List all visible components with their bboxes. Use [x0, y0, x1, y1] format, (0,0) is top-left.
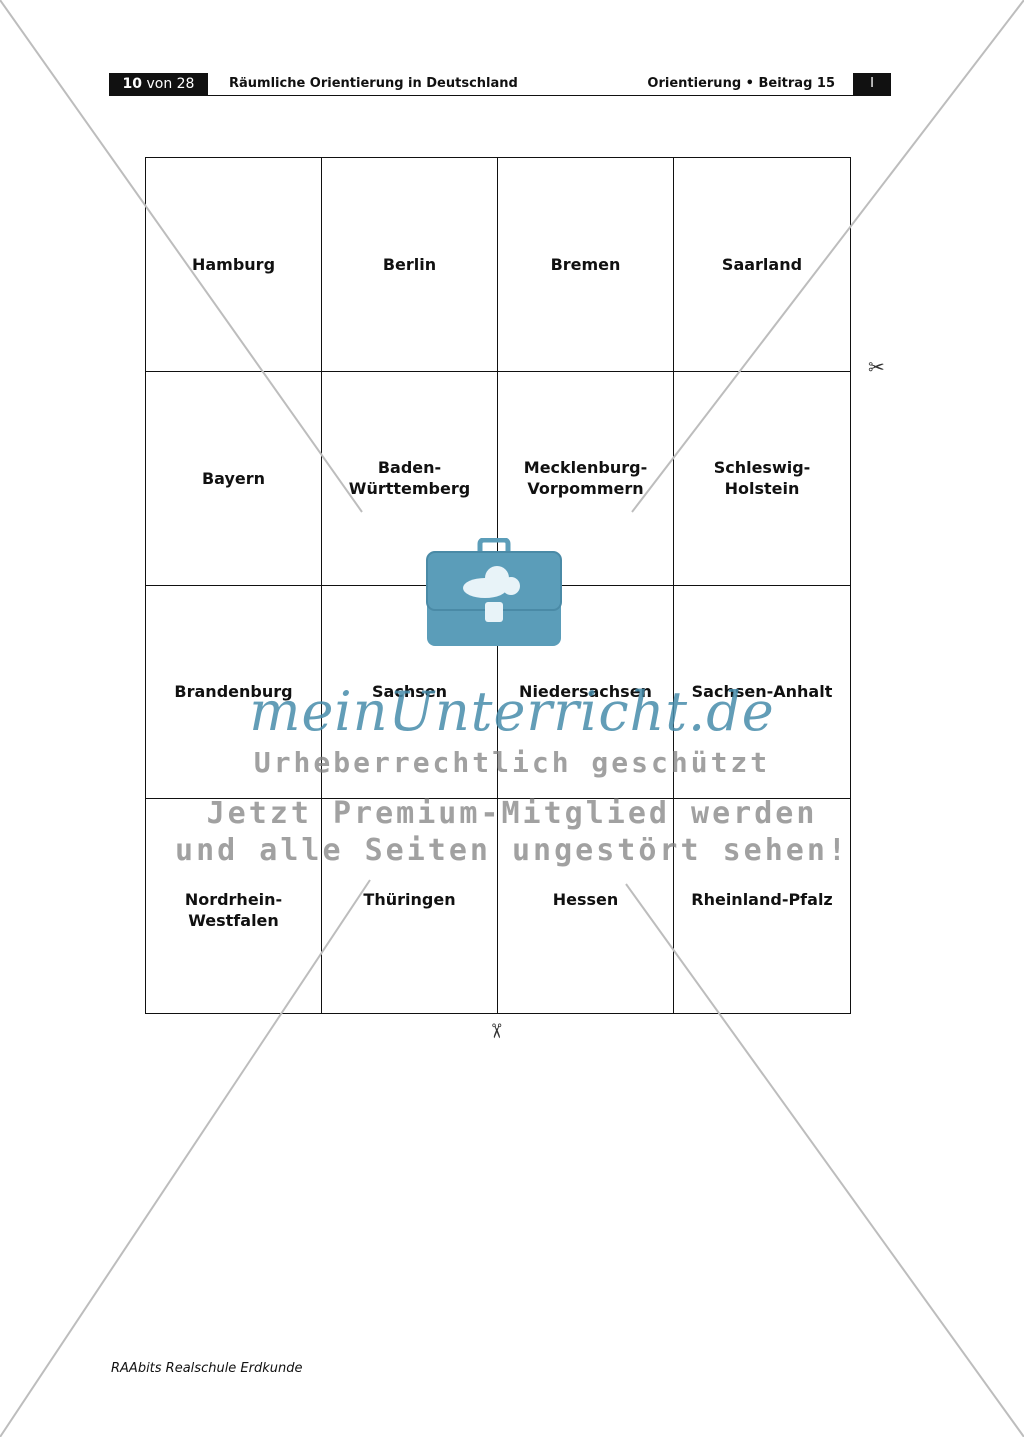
- card-hamburg: Hamburg: [146, 158, 322, 372]
- card-saarland: Saarland: [674, 158, 850, 372]
- document-title: Räumliche Orientierung in Deutschland: [229, 76, 518, 91]
- page-header: 10 von 28 Räumliche Orientierung in Deut…: [109, 73, 891, 96]
- scissors-icon: ✂: [484, 1022, 509, 1040]
- card-bremen: Bremen: [498, 158, 674, 372]
- watermark-copyright: Urheberrechtlich geschützt: [253, 746, 771, 779]
- card-sachsen: Sachsen: [322, 585, 498, 800]
- card-sachsen-anhalt: Sachsen-Anhalt: [674, 586, 850, 800]
- card-brandenburg: Brandenburg: [146, 585, 322, 800]
- watermark-premium-2: und alle Seiten ungestört sehen!: [175, 833, 849, 868]
- card-berlin: Berlin: [322, 158, 498, 372]
- card-rheinland-pfalz: Rheinland-Pfalz: [691, 890, 833, 910]
- watermark-premium-1: Jetzt Premium-Mitglied werden: [206, 796, 818, 831]
- scissors-icon: ✂: [868, 355, 885, 379]
- page-number-box: 10 von 28: [109, 73, 208, 95]
- card-thueringen: Thüringen: [322, 799, 498, 1013]
- page-total: von 28: [146, 76, 195, 92]
- page-current: 10: [122, 76, 143, 92]
- watermark-brand: meinUnterricht.de: [249, 680, 775, 743]
- section-title: Orientierung • Beitrag 15: [647, 76, 835, 91]
- footer-publisher: RAAbits Realschule Erdkunde: [111, 1361, 303, 1376]
- card-nordrhein-westfalen: Nordrhein- Westfalen: [146, 799, 322, 1013]
- briefcase-cloud-icon: [426, 538, 562, 646]
- card-bayern: Bayern: [146, 371, 322, 586]
- card-baden-wuerttemberg: Baden- Württemberg: [322, 371, 498, 586]
- card-schleswig-holstein: Schleswig- Holstein: [674, 372, 850, 586]
- level-badge: I: [853, 73, 891, 95]
- card-niedersachsen: Niedersachsen: [498, 585, 674, 800]
- card-hessen: Hessen: [498, 799, 674, 1013]
